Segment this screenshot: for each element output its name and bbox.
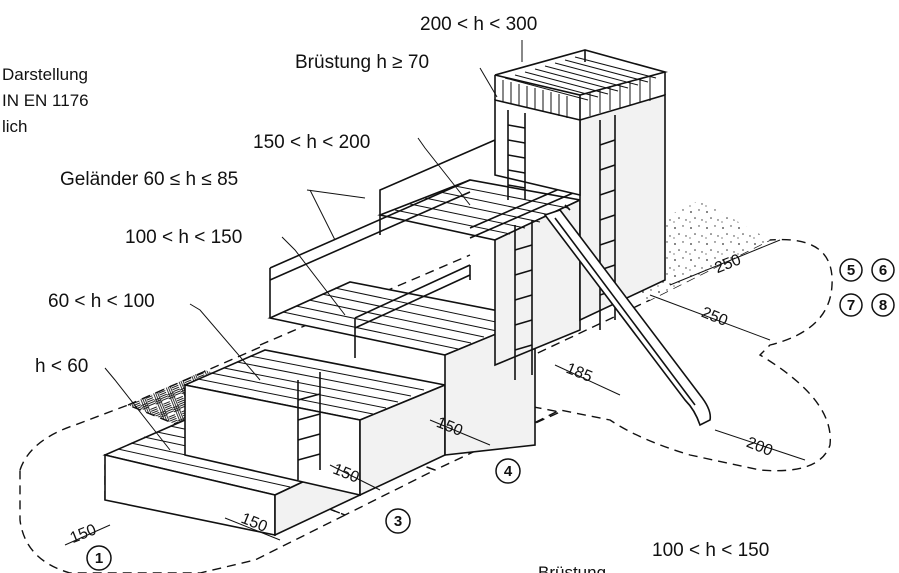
label-railing-height: Geländer 60 ≤ h ≤ 85 bbox=[60, 169, 238, 190]
caption-line3: lich bbox=[2, 117, 28, 136]
caption-line1: Darstellung bbox=[2, 65, 88, 84]
zone-marker-3: 3 bbox=[385, 508, 411, 534]
svg-text:4: 4 bbox=[504, 463, 513, 480]
ladder-low bbox=[297, 372, 321, 480]
svg-text:5: 5 bbox=[847, 262, 855, 279]
label-level2-height: 60 < h < 100 bbox=[48, 291, 155, 312]
zone-marker-5: 5 bbox=[839, 258, 863, 282]
label-level1-height: h < 60 bbox=[35, 356, 88, 377]
zone-marker-8: 8 bbox=[871, 293, 895, 317]
svg-text:1: 1 bbox=[95, 550, 103, 567]
slide bbox=[543, 204, 712, 427]
label-level3-height: 100 < h < 150 bbox=[125, 227, 242, 248]
svg-text:7: 7 bbox=[847, 297, 855, 314]
label-bottom-parapet: Brüstung bbox=[538, 563, 606, 573]
svg-text:8: 8 bbox=[879, 297, 887, 314]
railing-front bbox=[354, 179, 581, 358]
dim-200: 200 bbox=[744, 434, 775, 460]
dim-150-left: 150 bbox=[68, 521, 99, 547]
railing-left bbox=[269, 139, 496, 318]
zone-marker-7: 7 bbox=[839, 293, 863, 317]
label-bottom-range: 100 < h < 150 bbox=[652, 540, 769, 561]
label-tower-parapet: Brüstung h ≥ 70 bbox=[295, 52, 429, 73]
dim-185: 185 bbox=[563, 360, 594, 386]
label-level4-height: 150 < h < 200 bbox=[253, 132, 370, 153]
label-tower-height: 200 < h < 300 bbox=[420, 14, 537, 35]
ladder-tower bbox=[507, 110, 526, 200]
impact-zone-sand bbox=[469, 238, 833, 472]
svg-text:6: 6 bbox=[879, 262, 887, 279]
ladder-front bbox=[514, 220, 533, 380]
zone-marker-1: 1 bbox=[86, 545, 112, 571]
dim-250-lower: 250 bbox=[699, 304, 730, 330]
zone-marker-4: 4 bbox=[495, 458, 521, 484]
caption-line2: IN EN 1176 bbox=[2, 91, 89, 110]
zone-marker-6: 6 bbox=[871, 258, 895, 282]
svg-text:3: 3 bbox=[394, 513, 402, 530]
